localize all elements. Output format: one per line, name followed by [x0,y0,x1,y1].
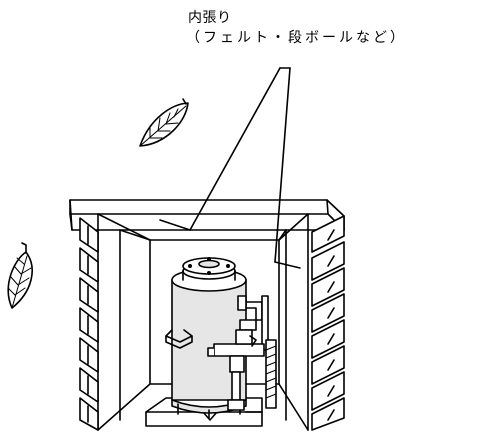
callout-label-line2: （フェルト・段ボールなど） [186,30,407,46]
cover-box [69,199,345,431]
louver-left [79,217,99,431]
leaf-top-icon [139,98,189,147]
callout-pointer [159,67,301,269]
callout-label-line1: 内張り [188,10,232,26]
leaf-left-icon [7,242,33,309]
callout-label: 内張り （フェルト・段ボールなど） [186,8,407,48]
louver-right [311,215,345,431]
piping [207,295,277,411]
